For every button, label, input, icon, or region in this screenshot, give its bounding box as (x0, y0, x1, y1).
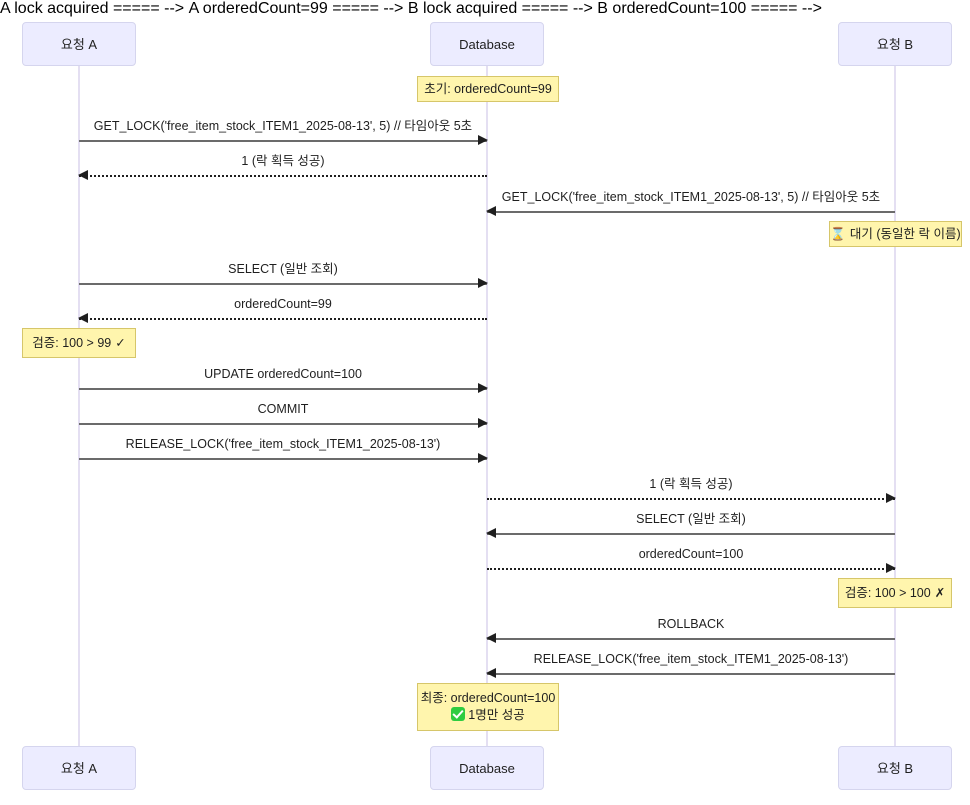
actor-box-bottom-database[interactable]: Database (430, 746, 544, 790)
arrow-head-right-icon (478, 278, 488, 288)
arrow-head-left-icon (486, 206, 496, 216)
arrow-head-left-icon (486, 668, 496, 678)
message-label-get-lock-a: GET_LOCK('free_item_stock_ITEM1_2025-08-… (93, 119, 473, 133)
message-label-ordered-count-100: orderedCount=100 (638, 547, 744, 561)
note-validation-b-text: 검증: 100 > 100 (844, 585, 931, 600)
message-label-release-lock-a: RELEASE_LOCK('free_item_stock_ITEM1_2025… (125, 437, 441, 451)
message-line (79, 318, 487, 320)
message-line (487, 638, 895, 640)
message-label-rollback: ROLLBACK (657, 617, 725, 631)
message-label-get-lock-b: GET_LOCK('free_item_stock_ITEM1_2025-08-… (501, 190, 881, 204)
message-label-lock-acquired-a: 1 (락 획득 성공) (241, 154, 325, 168)
message-line (487, 568, 895, 570)
arrow-head-left-icon (486, 633, 496, 643)
message-label-lock-acquired-b: 1 (락 획득 성공) (649, 477, 733, 491)
note-validation-a-text: 검증: 100 > 99 (32, 335, 112, 350)
actor-box-bottom-requester-b[interactable]: 요청 B (838, 746, 952, 790)
arrow-head-right-icon (886, 493, 896, 503)
actor-label-requester-a: 요청 A (60, 36, 98, 52)
message-line (79, 140, 487, 142)
arrow-head-left-icon (78, 170, 88, 180)
actor-box-top-requester-b[interactable]: 요청 B (838, 22, 952, 66)
hourglass-icon: ⌛ (830, 225, 846, 241)
cross-mark-icon: ✗ (934, 585, 946, 600)
note-validation-a: 검증: 100 > 99 ✓ (22, 328, 136, 358)
actor-label-database: Database (459, 36, 515, 52)
arrow-head-left-icon (486, 528, 496, 538)
message-line (487, 673, 895, 675)
arrow-head-right-icon (478, 135, 488, 145)
message-label-ordered-count-99: orderedCount=99 (234, 297, 332, 311)
actor-box-top-requester-a[interactable]: 요청 A (22, 22, 136, 66)
lifeline-requester-a (78, 66, 80, 746)
arrow-head-right-icon (478, 418, 488, 428)
message-label-select-a: SELECT (일반 조회) (228, 262, 338, 276)
message-line (79, 388, 487, 390)
actor-box-bottom-requester-a[interactable]: 요청 A (22, 746, 136, 790)
arrow-head-right-icon (478, 383, 488, 393)
actor-label-bottom-requester-a: 요청 A (60, 760, 98, 776)
message-line (487, 533, 895, 535)
message-label-release-lock-b: RELEASE_LOCK('free_item_stock_ITEM1_2025… (533, 652, 849, 666)
actor-label-bottom-requester-b: 요청 B (876, 760, 914, 776)
message-line (79, 423, 487, 425)
note-final-line1: 최종: orderedCount=100 (420, 691, 556, 706)
message-line (487, 211, 895, 213)
note-final-line2: 1명만 성공 (451, 707, 525, 724)
note-waiting-text: 대기 (동일한 락 이름) (849, 226, 961, 241)
message-label-select-b: SELECT (일반 조회) (636, 512, 746, 526)
note-initial-ordered-count: 초기: orderedCount=99 (417, 76, 559, 102)
message-label-commit: COMMIT (257, 402, 309, 416)
note-initial-text: 초기: orderedCount=99 (424, 81, 552, 96)
actor-box-top-database[interactable]: Database (430, 22, 544, 66)
check-mark-icon: ✓ (115, 335, 126, 350)
note-waiting-same-lock-name: ⌛ 대기 (동일한 락 이름) (829, 221, 962, 247)
message-line (487, 498, 895, 500)
message-line (79, 283, 487, 285)
message-line (79, 458, 487, 460)
note-validation-b: 검증: 100 > 100 ✗ (838, 578, 952, 608)
actor-label-bottom-database: Database (459, 760, 515, 776)
lifeline-database (486, 66, 488, 746)
note-final-line2-text: 1명만 성공 (468, 708, 525, 722)
message-line (79, 175, 487, 177)
actor-label-requester-b: 요청 B (876, 36, 914, 52)
green-check-icon (451, 707, 466, 721)
arrow-head-left-icon (78, 313, 88, 323)
arrow-head-right-icon (886, 563, 896, 573)
lifeline-requester-b (894, 66, 896, 746)
message-label-update: UPDATE orderedCount=100 (204, 367, 362, 381)
arrow-head-right-icon (478, 453, 488, 463)
note-final-result: 최종: orderedCount=100 1명만 성공 (417, 683, 559, 731)
